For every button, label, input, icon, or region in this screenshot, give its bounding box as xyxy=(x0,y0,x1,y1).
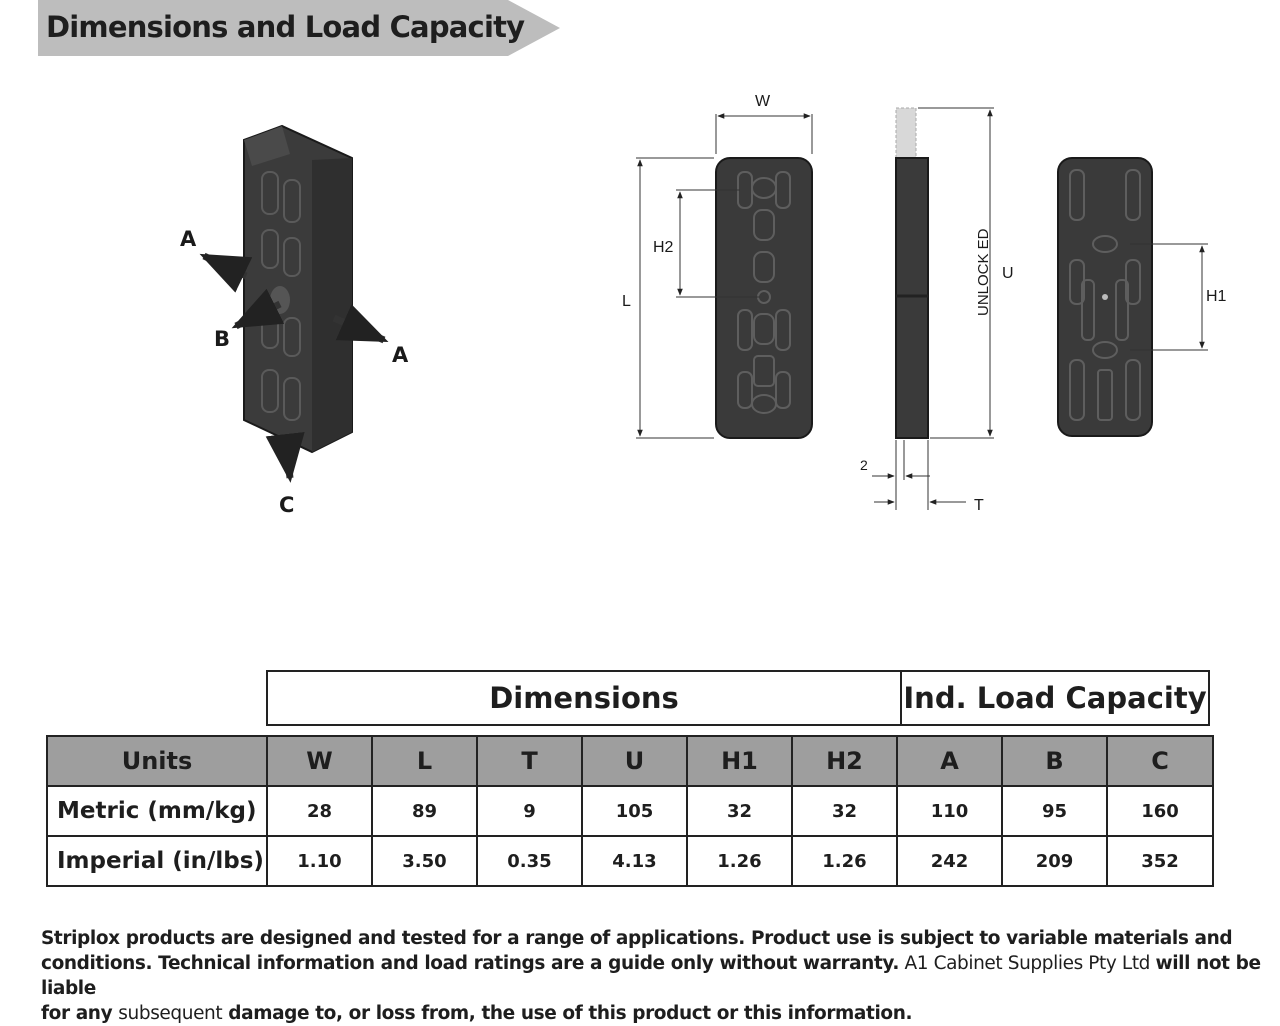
table-cell: 89 xyxy=(371,785,478,837)
drawing-canvas: A B A C xyxy=(180,93,1227,517)
front-label-w: W xyxy=(755,93,771,110)
column-header: C xyxy=(1106,735,1214,787)
column-header: H2 xyxy=(791,735,898,787)
spec-table: Units W L T U H1 H2 A B C Metric (mm/kg)… xyxy=(46,735,1214,887)
table-cell: 95 xyxy=(1001,785,1108,837)
disclaimer-line-1: Striplox products are designed and teste… xyxy=(41,928,1233,949)
side-label-t: T xyxy=(974,497,984,514)
dimensions-group-header: Dimensions xyxy=(266,670,902,726)
disclaimer-segment: for any xyxy=(41,1003,119,1024)
table-cell: 32 xyxy=(791,785,898,837)
isometric-view: A B A C xyxy=(180,124,409,517)
side-label-u: U xyxy=(1002,265,1014,282)
disclaimer-line-2: conditions. Technical information and lo… xyxy=(41,951,1266,1001)
table-cell: 242 xyxy=(896,835,1003,887)
side-view: UNLOCK ED U 2 T xyxy=(860,107,1014,514)
table-cell: 352 xyxy=(1106,835,1214,887)
table-row-imperial: Imperial (in/lbs) 1.10 3.50 0.35 4.13 1.… xyxy=(46,835,1214,887)
column-header: U xyxy=(581,735,688,787)
disclaimer-segment: damage to, or loss from, the use of this… xyxy=(222,1003,913,1024)
table-row-metric: Metric (mm/kg) 28 89 9 105 32 32 110 95 … xyxy=(46,785,1214,837)
column-header: Units xyxy=(46,735,268,787)
column-header: T xyxy=(476,735,583,787)
technical-drawings: A B A C xyxy=(0,60,1280,620)
column-header: A xyxy=(896,735,1003,787)
table-header-row: Units W L T U H1 H2 A B C xyxy=(46,735,1214,787)
front-label-h2: H2 xyxy=(653,239,674,256)
disclaimer-segment: will not be liable xyxy=(41,953,1261,999)
page-title: Dimensions and Load Capacity xyxy=(46,10,525,44)
iso-label-b: B xyxy=(214,327,230,351)
iso-label-a-right: A xyxy=(392,343,409,367)
side-label-two: 2 xyxy=(860,457,868,473)
table-cell: 1.26 xyxy=(686,835,793,887)
column-header: B xyxy=(1001,735,1108,787)
disclaimer-segment: conditions. Technical information and lo… xyxy=(41,953,899,974)
table-cell: 105 xyxy=(581,785,688,837)
column-header: L xyxy=(371,735,478,787)
front-view: W L H2 xyxy=(622,93,813,439)
back-view: H1 xyxy=(1057,157,1227,437)
load-capacity-group-header: Ind. Load Capacity xyxy=(902,670,1210,726)
title-banner: Dimensions and Load Capacity xyxy=(38,0,560,56)
table-cell: 32 xyxy=(686,785,793,837)
table-cell: 1.10 xyxy=(266,835,373,887)
front-label-l: L xyxy=(622,293,631,310)
table-cell: 160 xyxy=(1106,785,1214,837)
table-cell: 209 xyxy=(1001,835,1108,887)
iso-label-a-top: A xyxy=(180,227,197,251)
table-cell: 28 xyxy=(266,785,373,837)
column-header: H1 xyxy=(686,735,793,787)
row-unit-label: Imperial (in/lbs) xyxy=(46,835,268,887)
disclaimer-line-3: for any subsequent damage to, or loss fr… xyxy=(41,1001,1266,1026)
banner-arrow-shape xyxy=(38,0,560,56)
table-cell: 110 xyxy=(896,785,1003,837)
back-label-h1: H1 xyxy=(1206,288,1227,305)
table-cell: 4.13 xyxy=(581,835,688,887)
table-cell: 1.26 xyxy=(791,835,898,887)
row-unit-label: Metric (mm/kg) xyxy=(46,785,268,837)
table-cell: 3.50 xyxy=(371,835,478,887)
column-header: W xyxy=(266,735,373,787)
company-name: A1 Cabinet Supplies Pty Ltd xyxy=(898,953,1156,974)
table-cell: 0.35 xyxy=(476,835,583,887)
table-cell: 9 xyxy=(476,785,583,837)
side-label-unlocked: UNLOCK ED xyxy=(975,228,992,316)
disclaimer-segment-normal: subsequent xyxy=(118,1003,223,1024)
iso-label-c: C xyxy=(279,493,294,517)
disclaimer-text: Striplox products are designed and teste… xyxy=(41,926,1266,1026)
